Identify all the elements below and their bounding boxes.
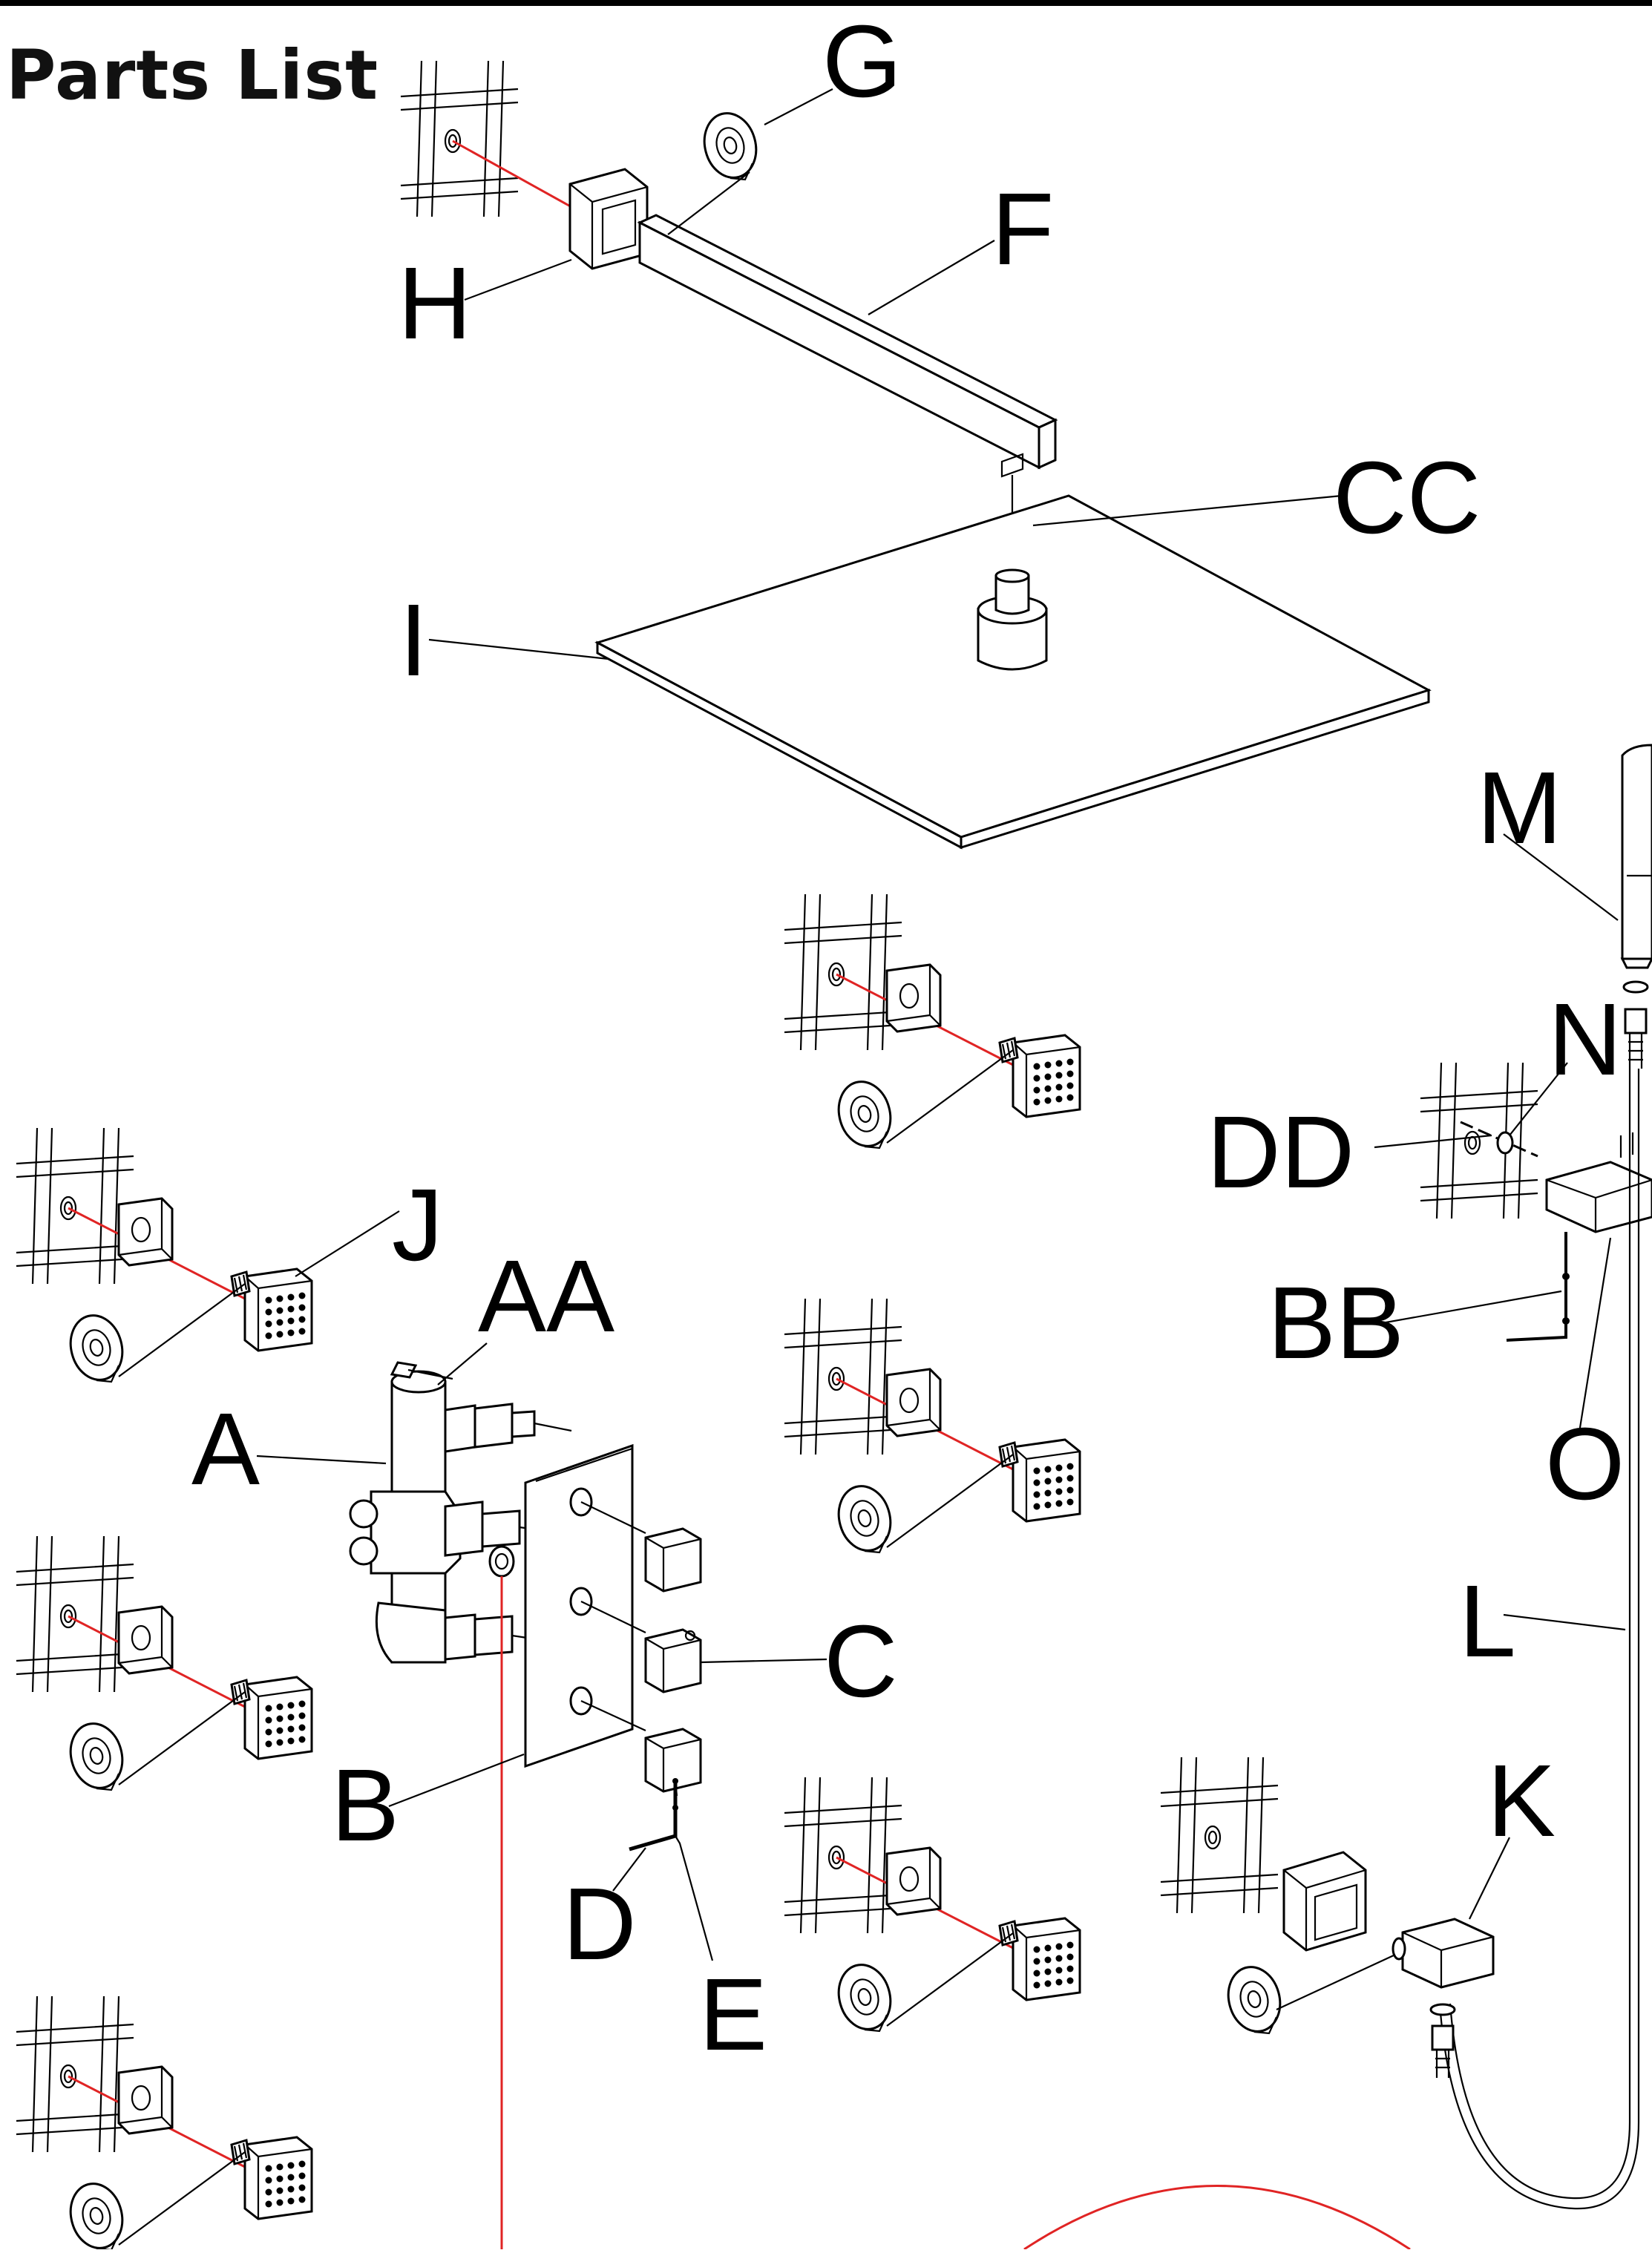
label-O: O: [1545, 1407, 1625, 1521]
label-D: D: [563, 1867, 637, 1981]
screw-E: [674, 1780, 714, 1961]
shower-arm-group: [399, 59, 1432, 850]
label-AA: AA: [478, 1239, 614, 1354]
hose-nut-N: [1624, 1008, 1648, 1069]
body-jet-set-left-1: [16, 1128, 312, 1385]
leader-CC: [1032, 494, 1343, 527]
body-jet-set-center-1: [784, 894, 1080, 1152]
label-F: F: [991, 172, 1054, 286]
detail-circle-arc: [1023, 2185, 1411, 2251]
label-J: J: [392, 1168, 443, 1282]
label-DD: DD: [1207, 1095, 1354, 1210]
leader-AA: [437, 1342, 488, 1385]
leader-C: [700, 1658, 827, 1664]
leader-M: [1503, 833, 1619, 921]
rain-shower-head-I: [594, 494, 1432, 850]
label-H: H: [398, 246, 472, 361]
leader-B: [388, 1753, 525, 1808]
body-jet-set-left-2: [16, 1536, 312, 1794]
leader-BB: [1377, 1290, 1562, 1325]
leader-F: [868, 240, 995, 315]
shower-arm-F: [637, 214, 1058, 478]
leader-H: [464, 258, 572, 301]
leader-I: [428, 638, 609, 660]
leader-N: [1509, 1062, 1568, 1136]
page-title: Parts List: [6, 36, 379, 115]
label-A: A: [191, 1392, 260, 1506]
label-K: K: [1487, 1744, 1556, 1858]
body-jet-set-left-3: [16, 1996, 312, 2249]
wall-flange-H: [568, 168, 649, 270]
leader-A: [256, 1455, 387, 1465]
label-CC: CC: [1333, 441, 1481, 555]
hand-shower-M: [1620, 744, 1652, 994]
leader-L: [1503, 1613, 1626, 1631]
leader-G: [764, 88, 833, 125]
stop-cap-AA: [390, 1361, 453, 1380]
label-C: C: [824, 1604, 898, 1719]
tape-roll-G: [696, 106, 764, 185]
leader-K: [1469, 1837, 1510, 1920]
leader-O: [1578, 1237, 1612, 1433]
leader-J: [295, 1210, 400, 1277]
label-B: B: [331, 1748, 399, 1863]
screw-BB: [1506, 1232, 1570, 1342]
label-N: N: [1548, 983, 1622, 1097]
label-E: E: [699, 1958, 767, 2072]
label-G: G: [822, 4, 902, 119]
wall-outlet-K: [1159, 1756, 1495, 2078]
wall-grid-top: [399, 59, 519, 218]
label-I: I: [399, 583, 427, 698]
label-M: M: [1477, 751, 1562, 865]
thermostatic-valve-A: [349, 1370, 572, 1664]
handshower-holder-O: [1545, 1132, 1652, 1233]
anchor-DD: [1460, 1121, 1538, 1158]
cover-plate-B: [488, 1443, 634, 1768]
leader-D: [612, 1847, 646, 1892]
body-jet-set-center-3: [784, 1777, 1080, 2035]
control-knobs-C: [580, 1501, 702, 1793]
leader-DD: [1374, 1134, 1492, 1149]
label-L: L: [1459, 1564, 1516, 1679]
label-BB: BB: [1268, 1266, 1404, 1380]
alignment-guide-arm: [452, 140, 587, 217]
hose-L: [1438, 1069, 1640, 2210]
body-jet-set-center-2: [784, 1299, 1080, 1556]
